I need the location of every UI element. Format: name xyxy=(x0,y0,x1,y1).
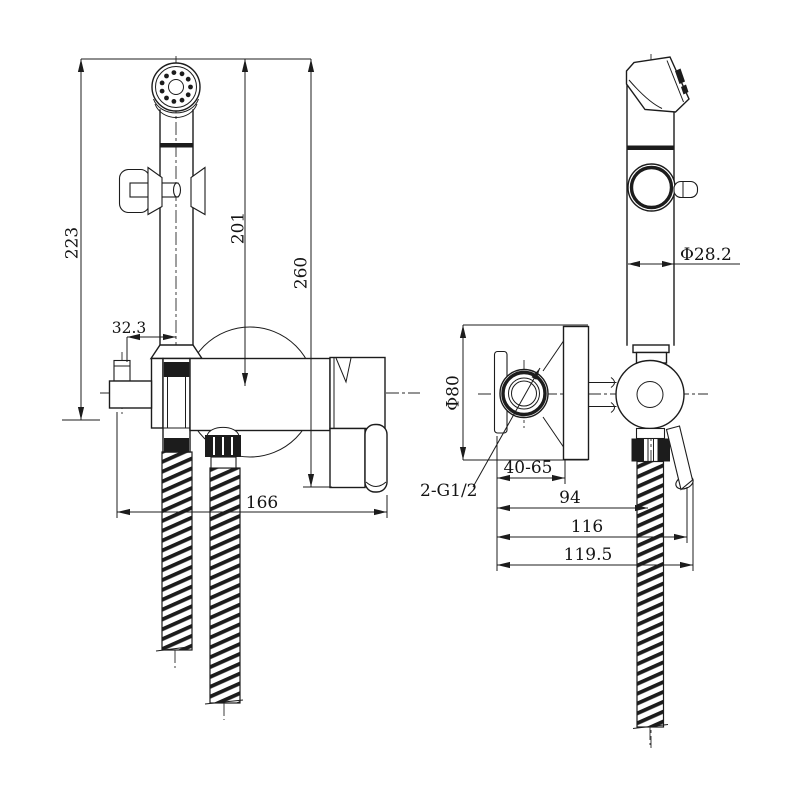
dim-text-inlet-thread: 2-G1/2 xyxy=(420,481,478,501)
nozzle-face-mark xyxy=(681,84,689,95)
holder-hub xyxy=(636,381,664,408)
valve-housing xyxy=(329,356,386,430)
handle-flare xyxy=(149,344,204,360)
mixer-barrel xyxy=(189,357,331,432)
front-view xyxy=(100,56,420,720)
body-joint-side xyxy=(627,145,674,150)
handle-tube xyxy=(159,109,194,346)
hose-nut-grip xyxy=(164,438,189,452)
spray-face-rim xyxy=(155,66,197,108)
escutcheon-side xyxy=(562,325,590,461)
sprayer-head xyxy=(151,62,201,118)
head-ring-arc xyxy=(153,98,199,114)
hose-coupling xyxy=(210,456,237,469)
handle-joint xyxy=(159,143,194,148)
dim-text-overall-height: 260 xyxy=(292,257,312,289)
wall-flange-plate xyxy=(150,357,164,429)
inlet-nipple xyxy=(113,359,131,382)
thread-leader-line xyxy=(472,367,541,488)
neck-step xyxy=(632,344,670,354)
head-outline xyxy=(151,62,201,112)
dim-text-handle-height: 201 xyxy=(229,212,249,244)
mixer-body xyxy=(189,356,388,493)
dim-text-overall-depth: 119.5 xyxy=(564,545,613,565)
sprayer-hose-front xyxy=(155,451,193,668)
spray-nozzle-dots xyxy=(159,70,193,104)
lever-handle-front xyxy=(364,423,388,493)
side-dimensions: Φ28.2 Φ80 40-65 94 116 119.5 2-G1/2 xyxy=(420,245,740,571)
front-dimensions: 223 201 260 32.3 166 xyxy=(62,58,388,518)
hose-nut-grip-side xyxy=(631,438,644,462)
side-view xyxy=(478,54,708,748)
connect-pipe xyxy=(588,382,617,407)
valve-knurl-ring xyxy=(499,368,549,419)
hose-nut-grip-side xyxy=(657,438,670,462)
dim-text-handle-diameter: Φ28.2 xyxy=(680,245,732,265)
escutcheon-cone xyxy=(542,340,564,448)
sprayer-head-side xyxy=(625,56,690,113)
bracket-cone-right xyxy=(190,166,206,216)
bracket-cone-left xyxy=(147,166,163,216)
hose-holder xyxy=(615,359,685,430)
spray-center xyxy=(168,79,184,95)
dim-text-depth-to-lever: 116 xyxy=(571,517,603,537)
sprayer-hose-side xyxy=(632,460,669,745)
wall-hook-bracket xyxy=(118,166,206,216)
mixer-lever-side xyxy=(665,425,694,491)
dim-text-escutcheon-diameter: Φ80 xyxy=(444,375,464,411)
dim-text-mount-height: 223 xyxy=(63,227,83,259)
holder-ring xyxy=(615,359,685,430)
dim-text-inlet-offset: 32.3 xyxy=(112,319,147,337)
hook-ring xyxy=(627,163,699,212)
holder-neck xyxy=(635,427,666,440)
dim-text-overall-width: 166 xyxy=(246,493,278,513)
head-ring-arc xyxy=(154,103,198,118)
wall-plate-side xyxy=(493,325,617,461)
outlet-dome xyxy=(206,426,240,437)
dim-text-wall-thickness: 40-65 xyxy=(503,458,552,478)
wall-union-assembly xyxy=(108,344,204,453)
inlet-elbow-block xyxy=(108,380,153,409)
outlet-hose-front xyxy=(204,467,244,720)
lever-base-front xyxy=(329,427,366,489)
ring-knob xyxy=(673,180,699,199)
dim-text-depth-to-hose: 94 xyxy=(559,488,581,508)
union-seal-ring xyxy=(163,362,190,377)
nozzle-face-mark xyxy=(675,68,685,84)
